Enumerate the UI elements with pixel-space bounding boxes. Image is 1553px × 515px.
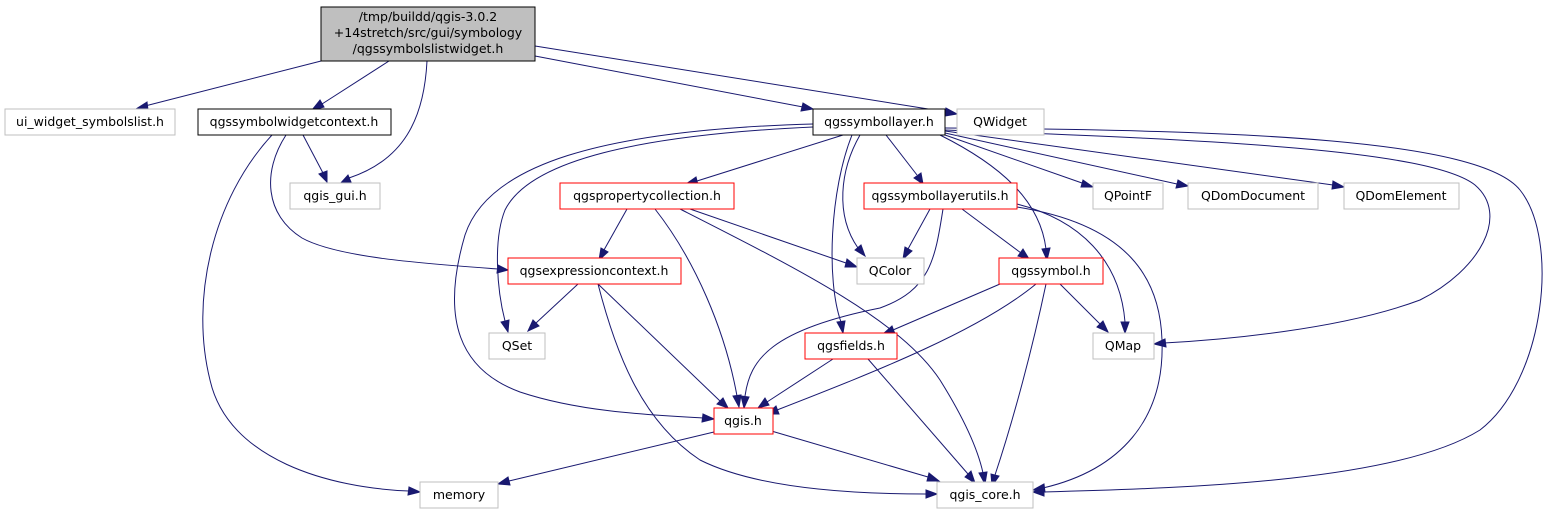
edge-qgssymbolwidgetcontext-to-memory bbox=[202, 134, 422, 496]
node-qdomdocument[interactable]: QDomDocument bbox=[1187, 182, 1319, 210]
edge-qgspropertycollection-to-qcolor bbox=[689, 208, 859, 268]
edge-qgsexpressioncontext-to-qset bbox=[526, 283, 579, 333]
edge-qgssymbollayerutils-to-qgis bbox=[740, 208, 944, 410]
node-qgssymbol[interactable]: qgssymbol.h bbox=[998, 257, 1104, 285]
edge-qgssymbollayer-to-qdomelement bbox=[944, 130, 1346, 190]
edge-qgssymbollayer-to-qgsfields bbox=[831, 134, 853, 335]
edge-qgssymbol-to-qgsfields bbox=[881, 283, 1001, 335]
edges bbox=[134, 45, 1543, 499]
node-qgis-core[interactable]: qgis_core.h bbox=[936, 481, 1034, 509]
node-label: qgssymbolwidgetcontext.h bbox=[210, 114, 379, 129]
edge-root-to-ui-widget-symbolslist bbox=[134, 59, 326, 111]
node-qdomelement[interactable]: QDomElement bbox=[1343, 182, 1460, 210]
node-qset[interactable]: QSet bbox=[488, 332, 546, 360]
edge-qgsfields-to-qgis-core bbox=[867, 358, 976, 485]
node-qgsexpressioncontext[interactable]: qgsexpressioncontext.h bbox=[507, 257, 682, 285]
edge-root-to-qgssymbollayer bbox=[534, 55, 815, 112]
node-memory[interactable]: memory bbox=[419, 481, 499, 509]
edge-root-to-qwidget bbox=[534, 45, 959, 117]
edge-qgssymbol-to-qgis-core bbox=[990, 283, 1047, 488]
edge-qgssymbollayer-to-qpointf bbox=[944, 134, 1095, 188]
edge-qgspropertycollection-to-qgsexpressioncontext bbox=[598, 208, 628, 262]
node-qgssymbollayer[interactable]: qgssymbollayer.h bbox=[812, 108, 946, 136]
edge-qgsexpressioncontext-to-qgis bbox=[597, 283, 730, 409]
node-label: ui_widget_symbolslist.h bbox=[16, 114, 164, 129]
node-label: qgspropertycollection.h bbox=[573, 188, 721, 203]
node-label: qgis.h bbox=[724, 413, 762, 428]
node-label: qgis_gui.h bbox=[303, 188, 366, 203]
node-qcolor[interactable]: QColor bbox=[856, 257, 925, 285]
node-label: qgis_core.h bbox=[949, 487, 1020, 502]
node-label: QWidget bbox=[973, 114, 1027, 129]
edge-qgssymbol-to-qmap bbox=[1059, 283, 1110, 334]
edge-qgssymbollayer-to-qmap bbox=[944, 129, 1491, 348]
edge-qgsexpressioncontext-to-qgis-core bbox=[597, 283, 939, 499]
nodes: /tmp/buildd/qgis-3.0.2 +14stretch/src/gu… bbox=[4, 6, 1460, 509]
edge-qgssymbollayerutils-to-qcolor bbox=[902, 208, 931, 261]
edge-qgspropertycollection-to-qgis-core bbox=[679, 208, 988, 486]
node-label: QDomElement bbox=[1355, 188, 1446, 203]
root-line-2: +14stretch/src/gui/symbology bbox=[334, 25, 523, 40]
node-label: QMap bbox=[1105, 338, 1141, 353]
edge-qgssymbolwidgetcontext-to-qgis-gui bbox=[302, 134, 328, 184]
node-label: QColor bbox=[869, 263, 912, 278]
edge-qgssymbollayer-to-qgssymbollayerutils bbox=[885, 134, 924, 186]
node-root-qgssymbolslistwidget[interactable]: /tmp/buildd/qgis-3.0.2 +14stretch/src/gu… bbox=[320, 6, 536, 62]
node-label: qgssymbol.h bbox=[1011, 263, 1090, 278]
edge-qgis-to-memory bbox=[496, 431, 715, 486]
edge-qgssymbollayer-to-qgis bbox=[454, 123, 814, 423]
edge-qgssymbollayer-to-qcolor bbox=[842, 134, 866, 258]
edge-qgsfields-to-qgis bbox=[756, 358, 834, 409]
edge-qgspropertycollection-to-qgis bbox=[654, 208, 742, 409]
node-label: QDomDocument bbox=[1201, 188, 1305, 203]
node-label: memory bbox=[433, 487, 486, 502]
node-qgsfields[interactable]: qgsfields.h bbox=[804, 332, 898, 360]
node-label: QSet bbox=[502, 338, 532, 353]
node-ui-widget-symbolslist[interactable]: ui_widget_symbolslist.h bbox=[4, 108, 176, 136]
node-qgssymbolwidgetcontext[interactable]: qgssymbolwidgetcontext.h bbox=[197, 108, 392, 136]
edge-qgssymbollayerutils-to-qgssymbol bbox=[961, 208, 1031, 260]
node-label: QPointF bbox=[1104, 188, 1152, 203]
edge-qgssymbollayer-to-qgspropertycollection bbox=[684, 134, 844, 186]
edge-qgssymbollayerutils-to-qgis-core bbox=[1016, 206, 1163, 493]
node-qgssymbollayerutils[interactable]: qgssymbollayerutils.h bbox=[863, 182, 1018, 210]
edge-qgssymbollayer-to-qset bbox=[496, 126, 814, 334]
node-qgis-gui[interactable]: qgis_gui.h bbox=[289, 182, 381, 210]
node-label: qgssymbollayerutils.h bbox=[871, 188, 1008, 203]
node-qmap[interactable]: QMap bbox=[1092, 332, 1155, 360]
node-qgspropertycollection[interactable]: qgspropertycollection.h bbox=[559, 182, 735, 210]
root-line-1: /tmp/buildd/qgis-3.0.2 bbox=[359, 9, 498, 24]
edge-qgssymbollayer-to-qdomdocument bbox=[944, 132, 1190, 189]
root-line-3: /qgssymbolslistwidget.h bbox=[353, 41, 504, 56]
node-label: qgssymbollayer.h bbox=[824, 114, 934, 129]
node-qpointf[interactable]: QPointF bbox=[1092, 182, 1164, 210]
edge-root-to-qgssymbolwidgetcontext bbox=[310, 60, 390, 111]
edge-qgis-to-qgis-core bbox=[767, 429, 941, 482]
node-qgis[interactable]: qgis.h bbox=[713, 407, 774, 435]
node-qwidget[interactable]: QWidget bbox=[956, 108, 1045, 136]
node-label: qgsfields.h bbox=[817, 338, 885, 353]
node-label: qgsexpressioncontext.h bbox=[520, 263, 669, 278]
